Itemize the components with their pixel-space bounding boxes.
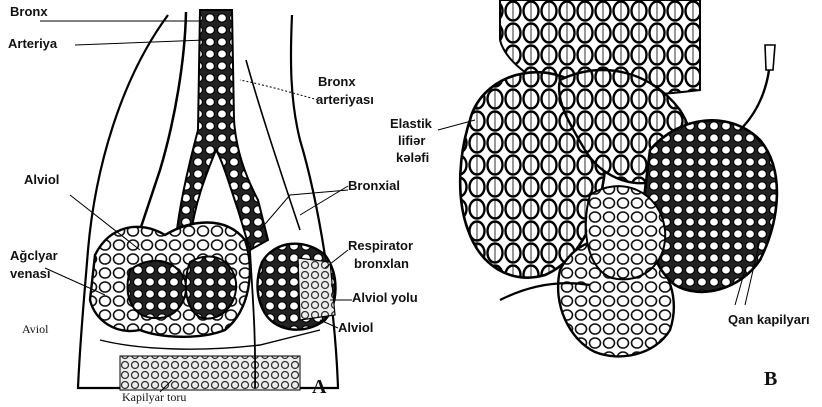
label-bronx: Bronx: [10, 4, 48, 19]
bronchus-trunk: [176, 10, 268, 250]
capillary-sac-right: [644, 120, 777, 292]
label-respirator-line2: bronxlan: [354, 256, 409, 271]
panel-a-drawing: [78, 10, 338, 390]
label-bronx-arteriyasi-line2: arteriyası: [316, 92, 374, 107]
label-respirator-line1: Respirator: [348, 238, 413, 253]
label-elastik-line2: lifiər: [398, 133, 425, 148]
label-agciyar-venasi-line1: Ağclyar: [10, 248, 58, 263]
label-elastik-line3: kələfi: [396, 150, 429, 165]
label-alviol-bottom: Alviol: [338, 320, 373, 335]
label-alviol-yolu: Alviol yolu: [352, 290, 418, 305]
label-bronx-arteriyasi-line1: Bronx: [318, 74, 356, 89]
panel-a-letter: A: [312, 380, 326, 395]
label-qan-kapilyari: Qan kapilyarı: [728, 312, 810, 327]
label-arteriya: Arteriya: [8, 36, 57, 51]
label-alviol-top: Alviol: [24, 172, 59, 187]
label-agciyar-venasi-line2: venası: [10, 266, 50, 281]
label-aviol: Aviol: [22, 322, 48, 337]
label-kapilyar-toru: Kapilyar toru: [122, 390, 186, 405]
panel-b-letter: B: [764, 372, 777, 387]
label-bronxial: Bronxial: [348, 178, 400, 193]
capillary-net-area: [120, 356, 300, 390]
panel-b-drawing: [460, 0, 777, 356]
label-elastik-line1: Elastik: [390, 116, 432, 131]
